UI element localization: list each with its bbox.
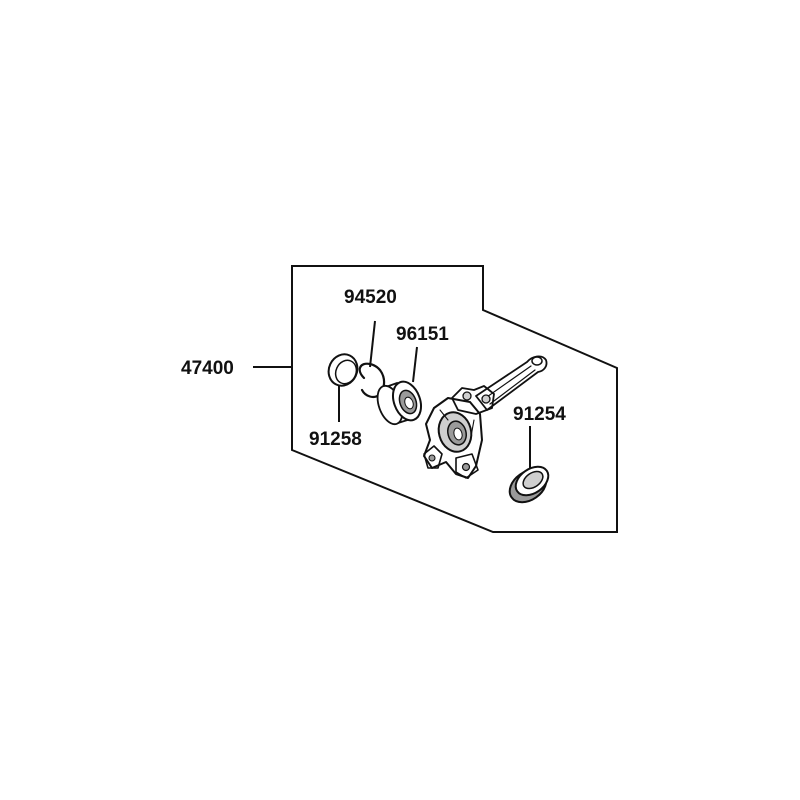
label-47400: 47400 [181,358,234,379]
assembly-boundary [291,265,618,533]
oil-seal-right [508,465,550,504]
label-94520: 94520 [344,287,397,308]
label-91254: 91254 [513,404,566,425]
ball-bearing [376,380,423,426]
leader-96151 [412,346,418,383]
oil-seal-left [327,353,359,387]
leader-94520 [369,320,376,368]
label-91258: 91258 [309,429,362,450]
label-96151: 96151 [396,324,449,345]
snap-ring [358,362,386,399]
steering-knuckle [423,355,548,479]
